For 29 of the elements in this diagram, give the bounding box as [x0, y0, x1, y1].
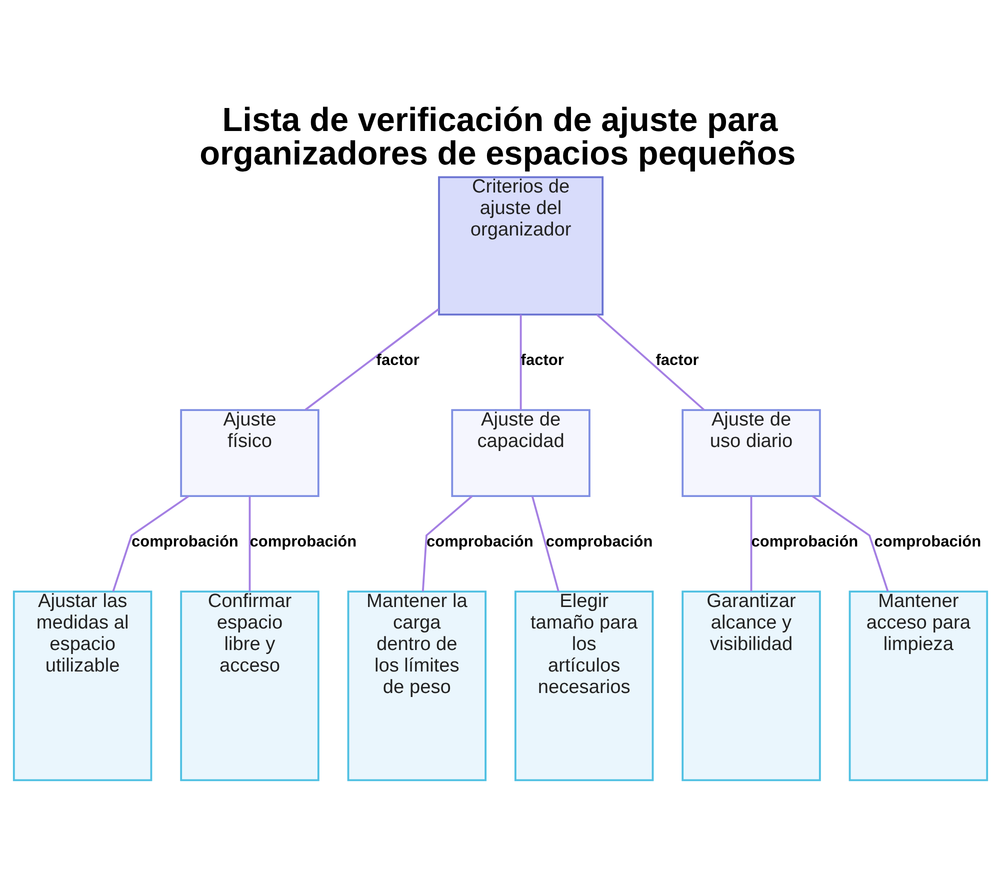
connector	[248, 496, 250, 591]
edge-label: comprobación	[426, 533, 533, 550]
edge-label: factor	[655, 352, 698, 369]
diagram-title: Lista de verificación de ajuste para organizadores de espacios pequeños	[199, 102, 796, 172]
node-box: Confirmar espacio libre y acceso	[180, 590, 319, 781]
edge-label: comprobación	[249, 533, 356, 550]
edge-label: factor	[520, 352, 564, 369]
node-box: Ajustar las medidas al espacio utilizable	[12, 590, 152, 781]
node-box: Garantizar alcance y visibilidad	[681, 590, 820, 781]
node-box: Mantener la carga dentro de los límites de peso	[346, 590, 486, 781]
edge-label: comprobación	[131, 533, 238, 550]
edge-label: comprobación	[874, 533, 981, 550]
node-box: Ajuste físico	[180, 408, 319, 496]
connector	[530, 496, 559, 591]
node-box: Criterios de ajuste del organizador	[438, 176, 604, 315]
connector	[519, 314, 522, 410]
node-box: Mantener acceso para limpieza	[848, 590, 988, 781]
connector	[421, 495, 472, 591]
edge-label: factor	[376, 352, 419, 369]
node-box: Ajuste de capacidad	[450, 408, 590, 496]
connector	[811, 494, 888, 592]
edge-label: comprobación	[750, 533, 858, 550]
node-box: Ajuste de uso diario	[681, 408, 820, 496]
edge-label: comprobación	[545, 533, 652, 550]
connector	[750, 496, 752, 591]
node-box: Elegir tamaño para los artículos necesarios	[514, 590, 654, 781]
connector	[112, 494, 189, 592]
connector	[596, 313, 704, 410]
connector	[304, 308, 439, 410]
